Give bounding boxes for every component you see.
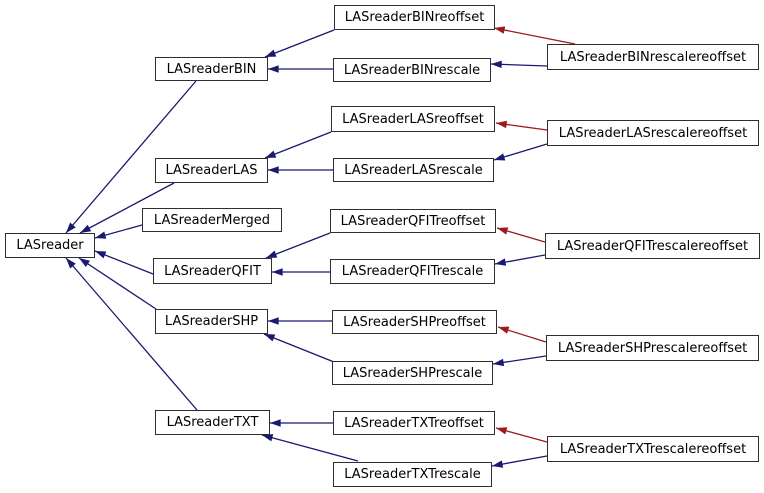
node-lasreader-txt-rescale[interactable]: LASreaderTXTrescale xyxy=(333,462,492,487)
edge-binrescalereoffset-to-binrescale xyxy=(490,60,548,69)
node-lasreader-shp-rescalereoffset[interactable]: LASreaderSHPrescalereoffset xyxy=(546,335,759,361)
edge-bin-to-lasreader xyxy=(65,80,197,234)
node-lasreader-bin[interactable]: LASreaderBIN xyxy=(155,57,268,81)
edge-txt-to-lasreader xyxy=(65,257,198,411)
node-lasreader-qfit-reoffset[interactable]: LASreaderQFITreoffset xyxy=(330,209,496,233)
edge-qfitreoffset-to-qfit xyxy=(265,232,331,259)
node-lasreader-txt-reoffset[interactable]: LASreaderTXTreoffset xyxy=(333,411,495,435)
edge-merged-to-lasreader xyxy=(94,224,143,239)
edge-binreoffset-to-bin xyxy=(264,29,335,58)
edge-txtrescalereoffset-to-txtrescale xyxy=(491,455,548,468)
node-lasreader[interactable]: LASreader xyxy=(5,233,95,258)
node-lasreader-bin-rescalereoffset[interactable]: LASreaderBINrescalereoffset xyxy=(547,44,759,70)
node-lasreader-merged[interactable]: LASreaderMerged xyxy=(142,208,282,232)
node-lasreader-qfit[interactable]: LASreaderQFIT xyxy=(153,258,272,284)
edge-txtrescale-to-txt xyxy=(261,434,359,462)
edge-shp-to-lasreader xyxy=(78,257,157,310)
node-lasreader-qfit-rescale[interactable]: LASreaderQFITrescale xyxy=(330,259,495,284)
node-lasreader-bin-rescale[interactable]: LASreaderBINrescale xyxy=(333,58,491,82)
node-lasreader-txt[interactable]: LASreaderTXT xyxy=(155,410,270,435)
node-lasreader-shp-rescale[interactable]: LASreaderSHPrescale xyxy=(332,361,493,385)
edge-qfitrescalereoffset-to-qfitreoffset xyxy=(496,227,546,243)
edge-shprescalereoffset-to-shprescale xyxy=(492,355,547,367)
node-lasreader-qfit-rescalereoffset[interactable]: LASreaderQFITrescalereoffset xyxy=(545,233,760,259)
edge-binrescalereoffset-to-binreoffset xyxy=(493,26,576,45)
edge-lasrescalereoffset-to-lasreoffset xyxy=(495,120,548,131)
node-lasreader-las[interactable]: LASreaderLAS xyxy=(155,158,268,183)
node-lasreader-las-rescalereoffset[interactable]: LASreaderLASrescalereoffset xyxy=(547,120,759,146)
edge-shprescalereoffset-to-shpreoffset xyxy=(497,326,547,343)
node-lasreader-las-reoffset[interactable]: LASreaderLASreoffset xyxy=(331,106,495,132)
node-lasreader-txt-rescalereoffset[interactable]: LASreaderTXTrescalereoffset xyxy=(547,436,759,462)
node-lasreader-las-rescale[interactable]: LASreaderLASrescale xyxy=(333,158,494,182)
edge-lasreoffset-to-las xyxy=(264,131,332,159)
edge-las-to-lasreader xyxy=(79,182,175,234)
edge-qfitrescalereoffset-to-qfitrescale xyxy=(494,254,546,266)
edge-lasrescalereoffset-to-lasrescale xyxy=(493,143,548,161)
node-lasreader-shp-reoffset[interactable]: LASreaderSHPreoffset xyxy=(332,310,497,334)
edge-shprescale-to-shp xyxy=(263,333,335,363)
node-lasreader-bin-reoffset[interactable]: LASreaderBINreoffset xyxy=(334,5,495,30)
edge-txtrescalereoffset-to-txtreoffset xyxy=(495,427,548,443)
edge-qfit-to-lasreader xyxy=(94,250,154,275)
node-lasreader-shp[interactable]: LASreaderSHP xyxy=(155,309,268,334)
